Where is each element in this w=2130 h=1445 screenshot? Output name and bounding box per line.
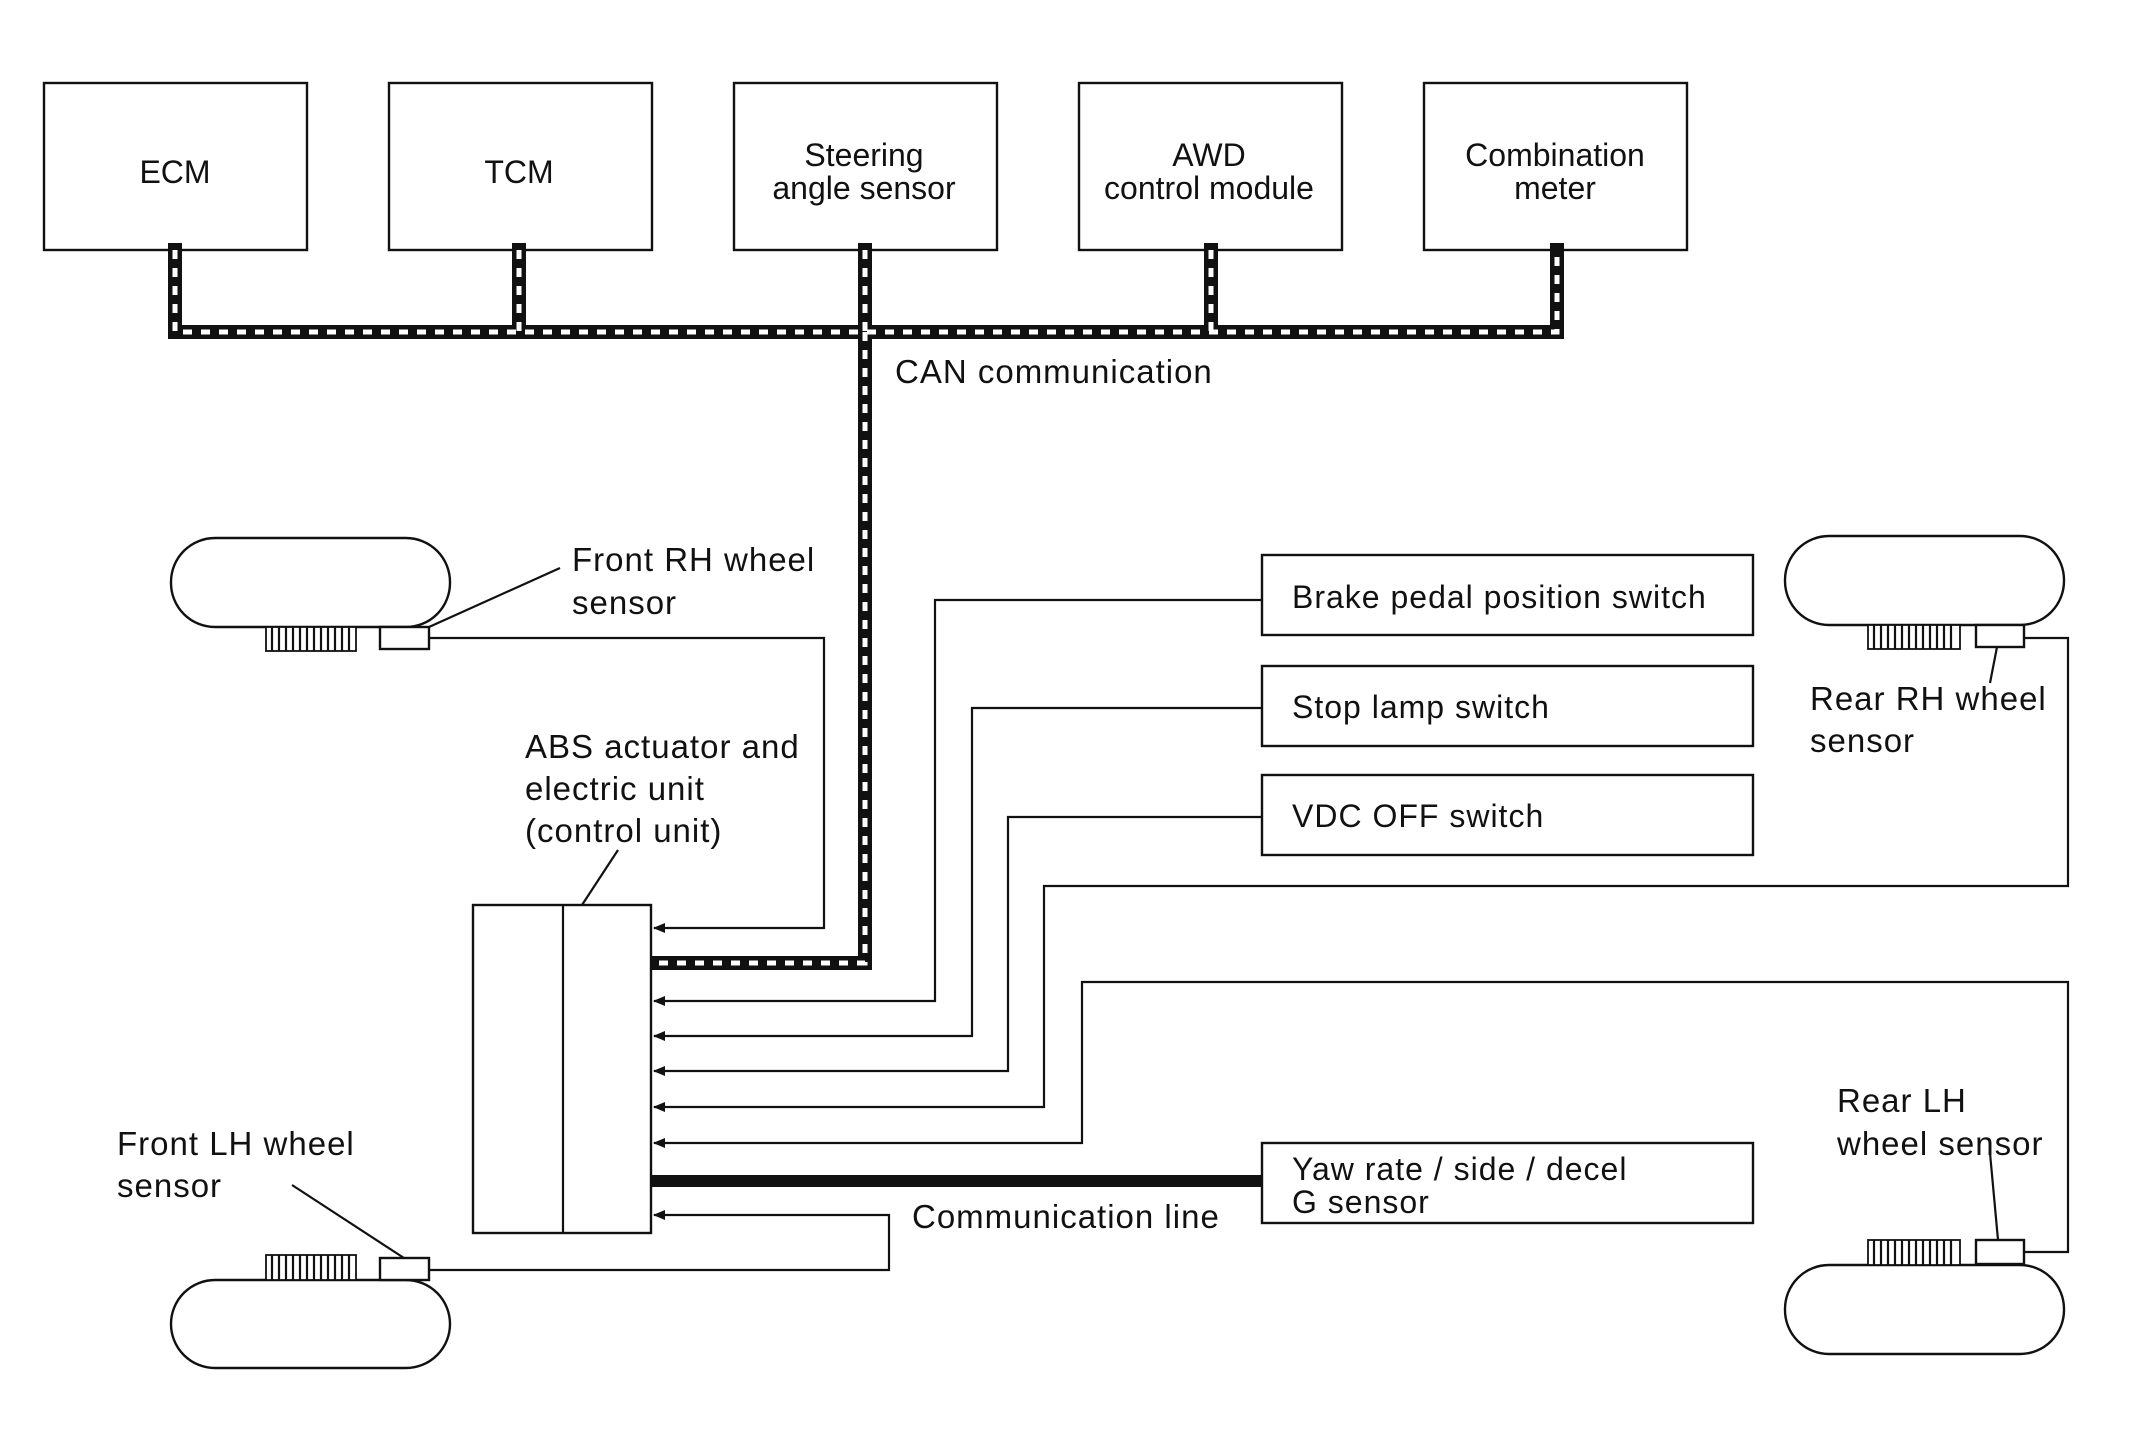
steering-label-line1: Steering <box>804 137 923 173</box>
front-lh-leader-line <box>291 1184 405 1259</box>
wire-vdc-off <box>653 815 1262 1076</box>
abs-actuator-unit <box>471 903 653 1235</box>
brake-pedal-position-switch: Brake pedal position switch <box>1260 553 1755 637</box>
rear-lh-leader-line <box>1988 1152 2000 1241</box>
rear-lh-wheel <box>1783 1238 2066 1356</box>
awd-control-module: AWD control module <box>1077 81 1344 252</box>
yaw-sensor-label-line2: G sensor <box>1292 1184 1430 1220</box>
rear-rh-wheel <box>1783 534 2066 650</box>
front-rh-label-line2: sensor <box>572 584 677 621</box>
abs-unit-label-line3: (control unit) <box>525 812 722 849</box>
rear-rh-sensor <box>1974 623 2026 649</box>
steering-label-line2: angle sensor <box>772 170 956 206</box>
awd-label-line1: AWD <box>1172 137 1245 173</box>
wire-rear-rh <box>653 636 2070 1112</box>
wire-stop-lamp <box>653 706 1262 1041</box>
can-communication-label: CAN communication <box>895 353 1213 390</box>
steering-angle-sensor-module: Steering angle sensor <box>732 81 999 252</box>
ecm-label: ECM <box>139 154 210 190</box>
ecm-module: ECM <box>42 81 309 252</box>
wire-front-lh <box>429 1210 891 1272</box>
yaw-sensor-label-line1: Yaw rate / side / decel <box>1292 1151 1627 1187</box>
brake-switch-label: Brake pedal position switch <box>1292 579 1707 615</box>
front-rh-label-line1: Front RH wheel <box>572 541 815 578</box>
stop-lamp-label: Stop lamp switch <box>1292 689 1550 725</box>
can-bus <box>168 243 1564 970</box>
vdc-off-label: VDC OFF switch <box>1292 798 1544 834</box>
rear-rh-leader-line <box>1988 646 1999 684</box>
vdc-off-switch: VDC OFF switch <box>1260 773 1755 857</box>
front-rh-sensor <box>378 625 431 651</box>
awd-label-line2: control module <box>1104 170 1314 206</box>
abs-unit-label-line2: electric unit <box>525 770 705 807</box>
rear-rh-label-line2: sensor <box>1810 722 1915 759</box>
wire-front-rh <box>429 636 826 933</box>
rear-lh-label-line2: wheel sensor <box>1836 1125 2043 1162</box>
tcm-label: TCM <box>484 154 553 190</box>
wire-brake-switch <box>653 598 1262 1006</box>
abs-unit-leader-line <box>581 849 619 906</box>
communication-line-label: Communication line <box>912 1198 1220 1235</box>
front-lh-sensor <box>378 1256 431 1282</box>
front-rh-wheel <box>169 536 452 652</box>
meter-label-line1: Combination <box>1465 137 1645 173</box>
front-rh-leader-line <box>428 566 561 629</box>
rear-rh-label-line1: Rear RH wheel <box>1810 680 2047 717</box>
combination-meter-module: Combination meter <box>1422 81 1689 252</box>
meter-label-line2: meter <box>1514 170 1596 206</box>
front-lh-label-line1: Front LH wheel <box>117 1125 355 1162</box>
stop-lamp-switch: Stop lamp switch <box>1260 664 1755 748</box>
signal-wires <box>429 598 2070 1272</box>
front-lh-label-line2: sensor <box>117 1167 222 1204</box>
abs-unit-label-line1: ABS actuator and <box>525 728 800 765</box>
rear-lh-sensor <box>1974 1238 2026 1266</box>
rear-lh-label-line1: Rear LH <box>1837 1082 1967 1119</box>
front-lh-wheel <box>169 1254 452 1370</box>
wire-rear-lh <box>653 980 2070 1254</box>
tcm-module: TCM <box>387 81 654 252</box>
yaw-rate-side-decel-g-sensor: Yaw rate / side / decel G sensor <box>1260 1141 1755 1225</box>
